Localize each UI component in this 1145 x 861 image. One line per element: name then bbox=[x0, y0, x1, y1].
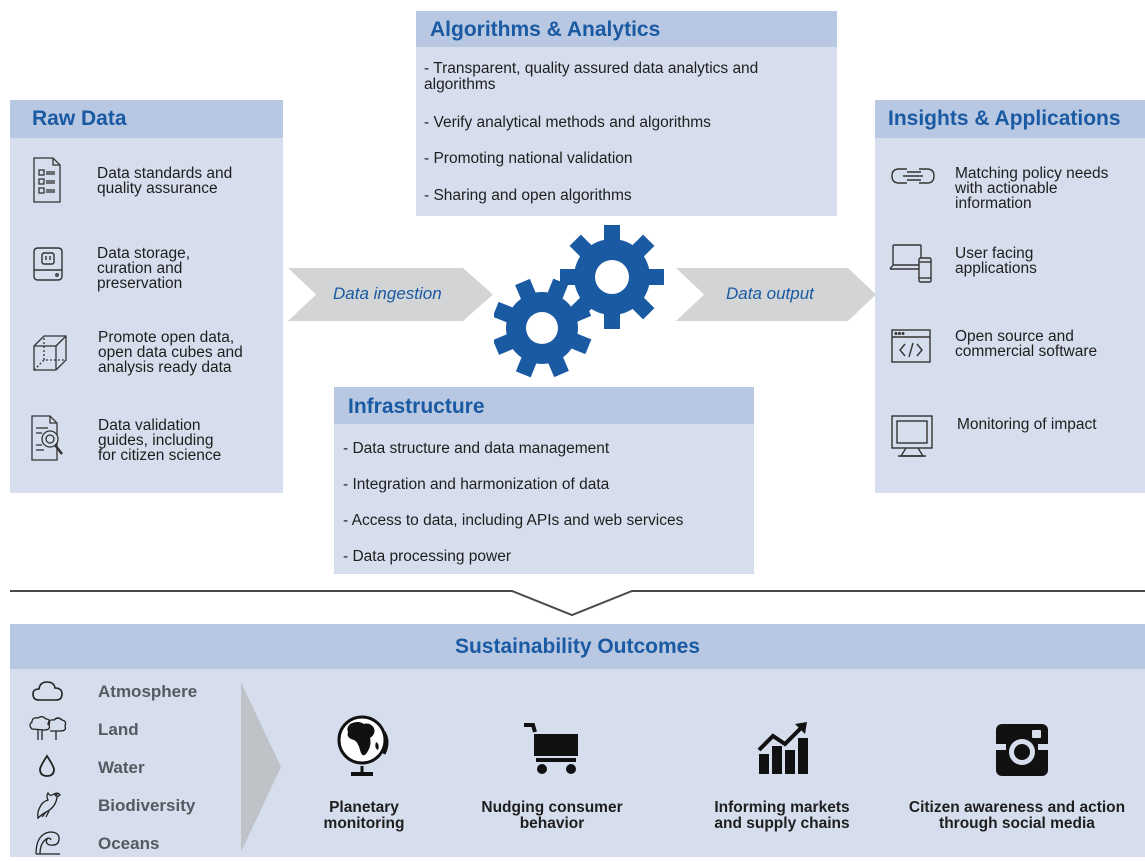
outcome-label: Citizen awareness and action through soc… bbox=[908, 799, 1126, 832]
algorithms-header: Algorithms & Analytics bbox=[416, 11, 837, 47]
algorithms-title: Algorithms & Analytics bbox=[430, 18, 661, 41]
insights-header: Insights & Applications bbox=[875, 100, 1145, 138]
wave-icon bbox=[34, 828, 62, 861]
shopping-cart-icon bbox=[521, 722, 581, 781]
data-ingestion-label: Data ingestion bbox=[333, 284, 442, 303]
storage-drive-icon bbox=[30, 246, 66, 287]
data-output-label: Data output bbox=[726, 284, 814, 303]
globe-icon bbox=[336, 714, 392, 783]
insights-title: Insights & Applications bbox=[888, 107, 1121, 130]
insights-item: Monitoring of impact bbox=[957, 416, 1097, 433]
instagram-icon bbox=[994, 722, 1050, 783]
data-cube-icon bbox=[32, 334, 68, 377]
data-ingestion-arrow bbox=[288, 268, 493, 321]
outcome-label: Informing markets and supply chains bbox=[714, 799, 850, 832]
monitor-icon bbox=[890, 414, 934, 465]
infrastructure-header: Infrastructure bbox=[334, 387, 754, 424]
raw-data-item: Data standards and quality assurance bbox=[97, 165, 233, 197]
checklist-document-icon bbox=[32, 156, 62, 209]
raw-data-panel: Raw Data Data standards and quality assu… bbox=[10, 100, 283, 493]
sustainability-header: Sustainability Outcomes bbox=[10, 624, 1145, 669]
sustainability-title: Sustainability Outcomes bbox=[454, 635, 701, 658]
growth-chart-icon bbox=[755, 720, 811, 781]
outcome-label: Planetary monitoring bbox=[323, 799, 405, 832]
link-icon bbox=[889, 166, 937, 191]
raw-data-title: Raw Data bbox=[32, 107, 127, 130]
insights-panel: Insights & Applications Matching policy … bbox=[875, 100, 1145, 493]
infrastructure-title: Infrastructure bbox=[348, 395, 485, 418]
raw-data-item: Data validation guides, including for ci… bbox=[98, 417, 222, 464]
domain-label: Biodiversity bbox=[98, 796, 196, 815]
algorithms-panel: Algorithms & Analytics - Transparent, qu… bbox=[416, 11, 837, 216]
outcomes-chevron bbox=[241, 682, 281, 852]
domain-label: Water bbox=[98, 758, 145, 777]
algorithms-bullet: - Promoting national validation bbox=[424, 150, 633, 167]
raw-data-header: Raw Data bbox=[10, 100, 283, 138]
sustainability-panel: Sustainability Outcomes Atmosphere Land … bbox=[10, 624, 1145, 857]
insights-item: Open source and commercial software bbox=[955, 328, 1098, 360]
section-divider bbox=[10, 590, 1145, 617]
infrastructure-bullet: - Data structure and data management bbox=[343, 440, 610, 457]
document-search-icon bbox=[30, 414, 66, 467]
laptop-phone-icon bbox=[889, 242, 935, 289]
gear-small-icon bbox=[494, 278, 592, 378]
algorithms-bullet: - Sharing and open algorithms bbox=[424, 187, 632, 204]
infrastructure-panel: Infrastructure - Data structure and data… bbox=[334, 387, 754, 574]
infrastructure-bullet: - Integration and harmonization of data bbox=[343, 476, 610, 493]
domain-label: Atmosphere bbox=[98, 682, 198, 701]
raw-data-item: Data storage, curation and preservation bbox=[97, 245, 191, 292]
gears-icon bbox=[494, 225, 664, 378]
raw-data-item: Promote open data, open data cubes and a… bbox=[98, 329, 243, 376]
outcome-label: Nudging consumer behavior bbox=[481, 799, 623, 832]
infrastructure-bullet: - Data processing power bbox=[343, 548, 511, 565]
cloud-icon bbox=[32, 680, 64, 707]
code-window-icon bbox=[890, 328, 932, 369]
algorithms-bullet: - Transparent, quality assured data anal… bbox=[424, 60, 759, 93]
domain-label: Land bbox=[98, 720, 139, 739]
infrastructure-bullet: - Access to data, including APIs and web… bbox=[343, 512, 684, 529]
water-drop-icon bbox=[37, 754, 57, 783]
algorithms-bullet: - Verify analytical methods and algorith… bbox=[424, 114, 711, 131]
insights-item: User facing applications bbox=[955, 245, 1037, 277]
insights-item: Matching policy needs with actionable in… bbox=[955, 165, 1109, 212]
domain-label: Oceans bbox=[98, 834, 160, 853]
data-output-arrow bbox=[676, 268, 876, 321]
bird-icon bbox=[34, 790, 62, 825]
trees-icon bbox=[28, 715, 68, 746]
